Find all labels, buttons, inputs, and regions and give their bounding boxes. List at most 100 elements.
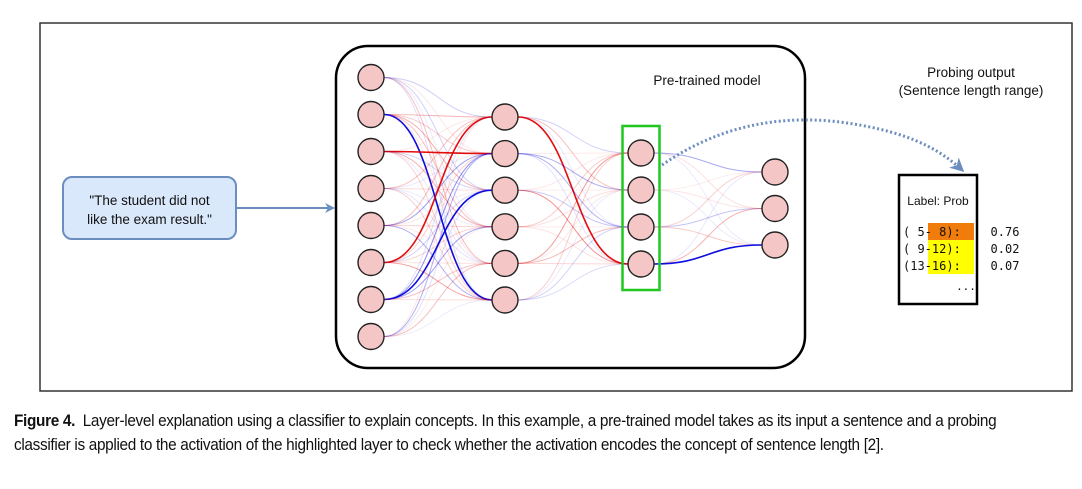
edge-positive	[517, 152, 629, 191]
edge-negative	[383, 226, 493, 300]
edge-positive	[383, 299, 493, 301]
edge-negative	[383, 113, 493, 301]
edge-negative	[383, 189, 493, 337]
edge-positive	[383, 116, 493, 152]
edge-negative	[653, 189, 763, 246]
neuron-layer-1-2	[357, 100, 385, 129]
edge-negative	[517, 153, 629, 265]
edge-negative	[517, 263, 629, 301]
edge-negative	[383, 116, 493, 300]
edge-positive	[383, 114, 493, 228]
probing-row: ( 9-12): 0.02	[903, 240, 1019, 257]
edge-negative	[383, 153, 493, 337]
edge-positive	[653, 189, 763, 209]
edge-positive	[383, 114, 493, 118]
edge-positive	[383, 189, 493, 226]
range-label: (13-16):	[903, 259, 961, 273]
probing-table-ellipsis: ...	[956, 280, 976, 293]
pretrained-model-title: Pre-trained model	[653, 73, 760, 88]
edge-positive	[517, 152, 629, 228]
edge-positive	[383, 151, 493, 301]
probability-highlight	[928, 257, 974, 274]
network-edges	[383, 77, 763, 337]
edge-positive	[653, 226, 763, 246]
edge-positive	[383, 262, 493, 337]
edge-positive	[653, 208, 763, 265]
edge-positive	[383, 225, 493, 228]
neuron-layer-3-1	[627, 139, 655, 167]
neuron-layer-1-4	[357, 174, 385, 203]
neuron-layer-2-2	[491, 139, 519, 168]
edge-positive	[517, 152, 629, 301]
input-sentence-line-2: like the exam result."	[87, 212, 212, 227]
neuron-layer-3-2	[627, 176, 655, 204]
edge-negative	[517, 189, 629, 301]
edge-negative	[383, 153, 493, 300]
probability-value: 0.02	[991, 242, 1020, 256]
edge-positive	[383, 262, 493, 301]
neuron-layer-3-3	[627, 213, 655, 241]
edge-positive	[383, 116, 493, 337]
edge-positive	[517, 226, 629, 264]
probing-output-table: Label: Prob ( 5- 8):0.76( 9-12):0.02(13-…	[897, 173, 1020, 306]
edge-positive	[517, 189, 629, 264]
neuron-layer-4-2	[761, 194, 789, 223]
neuron-layer-2-5	[491, 249, 519, 278]
probing-output-title-line-1: Probing output	[927, 65, 1015, 80]
range-label: ( 5- 8):	[903, 225, 961, 239]
edge-negative	[517, 226, 629, 301]
probability-highlight	[928, 240, 974, 257]
edge-negative	[517, 153, 629, 228]
edge-negative	[653, 171, 763, 265]
edge-positive	[383, 262, 493, 300]
pretrained-model-box	[334, 44, 807, 370]
edge-positive	[653, 171, 763, 228]
edge-positive	[383, 114, 493, 155]
edge-negative	[383, 77, 493, 118]
neuron-layer-3-4	[627, 250, 655, 278]
neuron-layer-1-7	[357, 285, 385, 314]
neuron-layer-4-3	[761, 231, 789, 259]
caption-text: Layer-level explanation using a classifi…	[14, 412, 997, 454]
edge-positive	[383, 116, 493, 226]
range-label: ( 9-12):	[903, 242, 961, 256]
neuron-layer-1-3	[357, 137, 385, 166]
edge-negative	[383, 188, 493, 264]
figure-diagram: "The student did not like the exam resul…	[39, 22, 1073, 392]
probing-row: ( 5- 8): 0.76	[903, 223, 1019, 240]
edge-negative	[653, 244, 763, 265]
edge-negative	[383, 299, 493, 337]
edge-positive	[383, 153, 493, 263]
edge-positive	[383, 262, 493, 264]
edge-negative	[383, 225, 493, 301]
edge-positive	[517, 189, 629, 265]
edge-positive	[383, 226, 493, 337]
neuron-layer-2-4	[491, 213, 519, 241]
edge-negative	[383, 153, 493, 189]
neuron-layer-2-1	[491, 103, 519, 131]
probability-value: 0.76	[991, 225, 1020, 239]
neuron-layer-1-8	[357, 322, 385, 351]
edge-negative	[517, 153, 629, 191]
input-sentence-box: "The student did not like the exam resul…	[62, 176, 237, 240]
edge-negative	[653, 152, 763, 246]
edge-positive	[383, 77, 493, 264]
input-sentence-line-1: "The student did not	[89, 193, 210, 208]
edge-positive	[517, 226, 629, 265]
highlighted-layer-box	[621, 124, 661, 292]
edge-positive	[653, 171, 763, 191]
edge-positive	[517, 152, 629, 264]
figure-caption: Figure 4. Layer-level explanation using …	[14, 409, 1000, 457]
neuron-layer-1-1	[357, 63, 385, 92]
edge-negative	[383, 77, 493, 191]
probing-output-title-line-2: (Sentence length range)	[899, 83, 1044, 98]
figure-label: Figure 4.	[14, 412, 76, 430]
edge-negative	[383, 188, 493, 228]
edge-positive	[653, 152, 763, 209]
edge-negative	[517, 116, 629, 228]
edge-negative	[383, 151, 493, 191]
edge-positive	[517, 116, 629, 265]
edge-negative	[517, 116, 629, 154]
probability-value: 0.07	[991, 259, 1020, 273]
probability-highlight	[928, 223, 974, 240]
